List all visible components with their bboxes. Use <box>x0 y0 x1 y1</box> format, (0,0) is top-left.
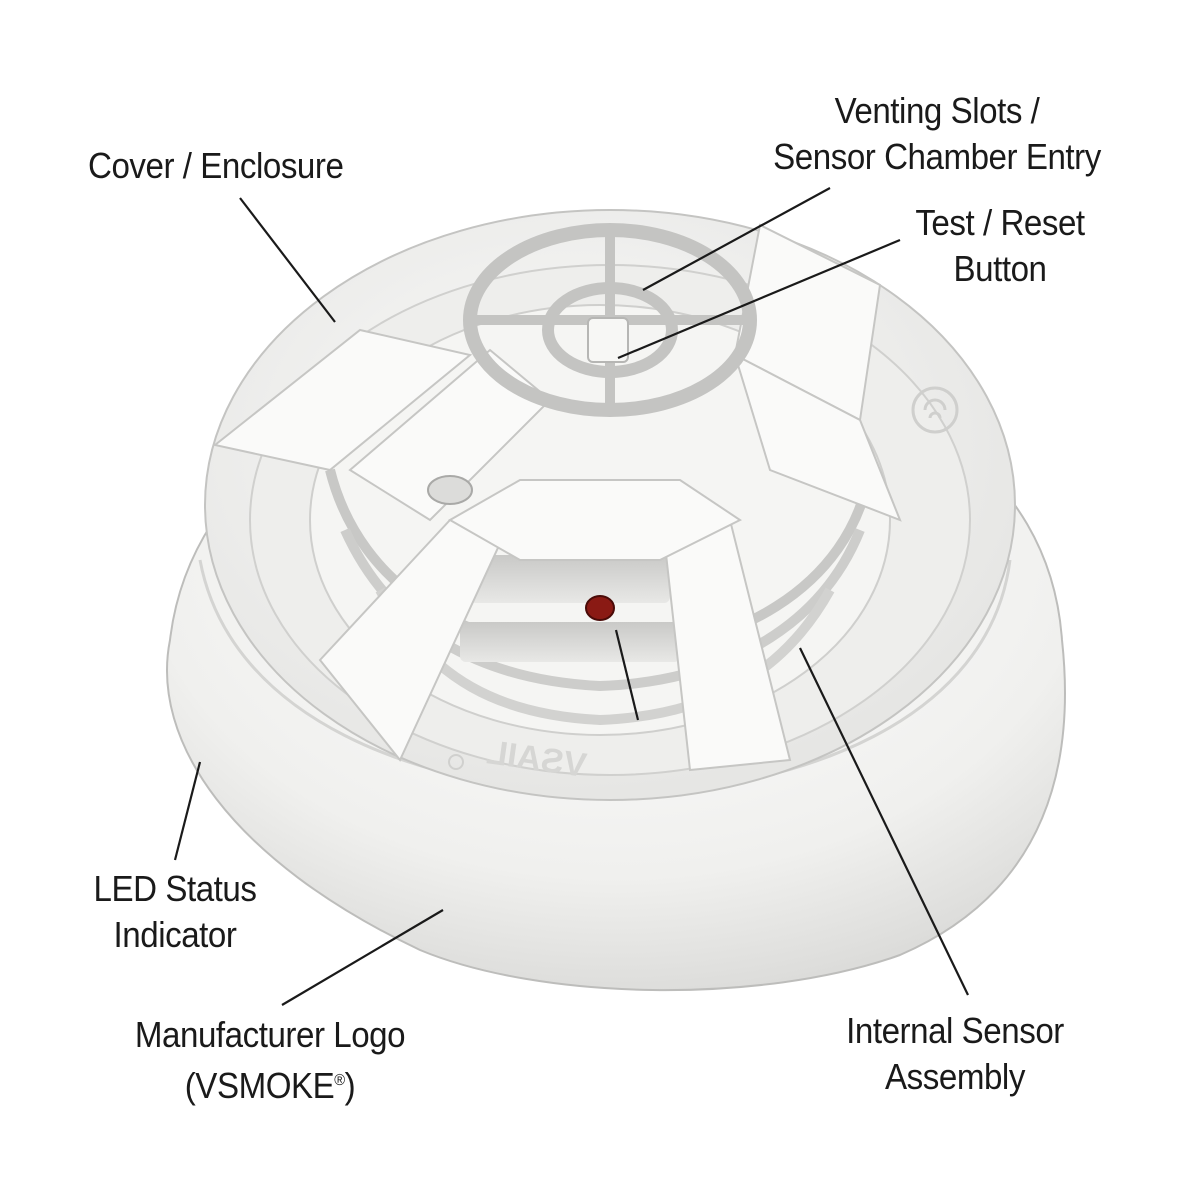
label-logo-brand: (VSMOKE <box>184 1065 335 1106</box>
label-internal-line-1: Internal Sensor <box>846 1010 1064 1051</box>
label-internal-line-2: Assembly <box>885 1056 1025 1097</box>
leader-cover <box>239 197 336 323</box>
vent-mark-icon <box>911 386 959 434</box>
label-internal-sensor-assembly: Internal Sensor Assembly <box>822 1008 1089 1100</box>
label-led-line-2: Indicator <box>113 914 237 955</box>
label-logo-registered: ® <box>334 1072 345 1089</box>
label-venting-line-2: Sensor Chamber Entry <box>773 136 1101 177</box>
label-cover-enclosure: Cover / Enclosure <box>88 143 344 189</box>
leader-led-label <box>173 761 202 861</box>
label-venting-line-1: Venting Slots / <box>834 90 1040 131</box>
label-cover-line-1: Cover / Enclosure <box>88 145 344 186</box>
label-test-reset-button: Test / Reset Button <box>890 200 1111 292</box>
label-venting-slots: Venting Slots / Sensor Chamber Entry <box>758 88 1117 180</box>
label-logo-line-1: Manufacturer Logo <box>134 1014 406 1055</box>
label-manufacturer-logo: Manufacturer Logo (VSMOKE®) <box>114 1012 427 1109</box>
label-led-status-indicator: LED Status Indicator <box>78 866 271 958</box>
leader-test <box>617 238 901 360</box>
light-pipe <box>427 475 473 505</box>
label-led-line-1: LED Status <box>93 868 257 909</box>
label-logo-close: ) <box>344 1065 356 1106</box>
leader-logo <box>281 909 444 1006</box>
label-logo-line-2: (VSMOKE®) <box>114 1058 427 1109</box>
led-indicator <box>585 595 615 621</box>
leader-lines <box>173 187 969 1006</box>
leader-led <box>614 629 640 721</box>
label-test-line-1: Test / Reset <box>915 202 1085 243</box>
test-reset-button[interactable] <box>587 317 629 363</box>
embossed-registered-mark <box>448 754 464 770</box>
leader-internal <box>799 647 969 996</box>
label-test-line-2: Button <box>953 248 1047 289</box>
leader-venting <box>642 187 831 291</box>
